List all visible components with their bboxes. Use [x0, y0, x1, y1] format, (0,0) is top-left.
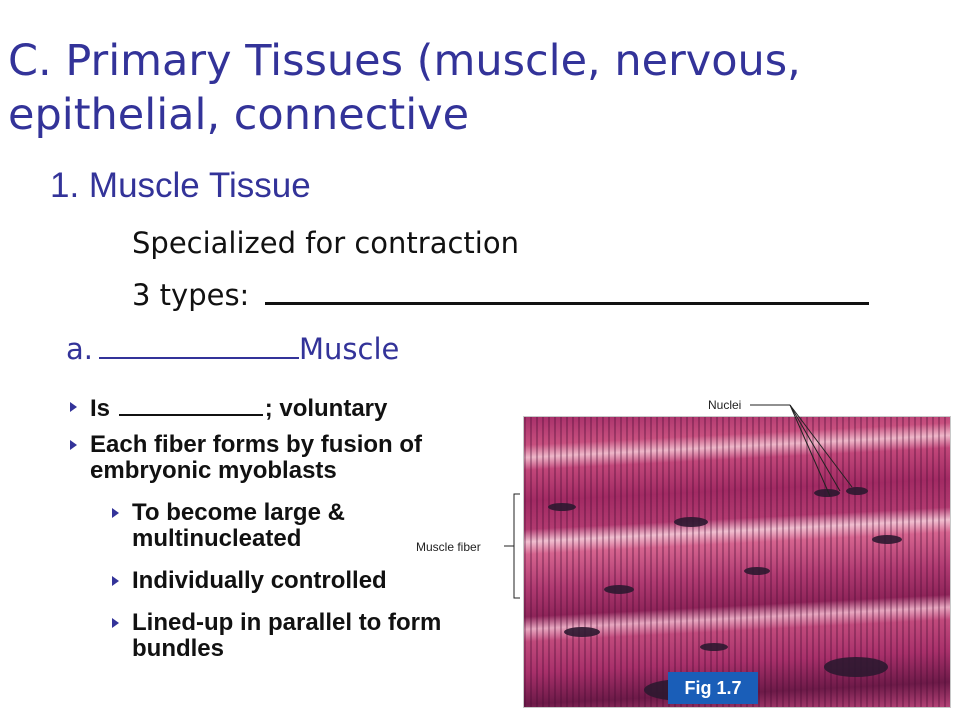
- nucleus-10: [824, 657, 888, 677]
- nucleus-1: [814, 489, 840, 497]
- sub-bullet-controlled: Individually controlled: [112, 568, 490, 594]
- fill-in-blank-types: [264, 276, 869, 305]
- line-specialized: Specialized for contraction: [132, 226, 519, 260]
- sub-bullet-multinucleated: To become large & multinucleated: [112, 500, 490, 552]
- subheading-muscle-word: Muscle: [299, 332, 400, 366]
- bullet-voluntary-prefix: Is: [90, 395, 111, 422]
- muscle-fiber-label: Muscle fiber: [416, 540, 481, 554]
- bullet-voluntary-suffix: ; voluntary: [264, 395, 388, 422]
- sub-bullet-controlled-text: Individually controlled: [132, 567, 387, 594]
- bullet-arrow-icon: [112, 508, 119, 518]
- bullet-fiber-fusion: Each fiber forms by fusion of embryonic …: [70, 432, 490, 484]
- sub-bullet-bundles: Lined-up in parallel to form bundles: [112, 610, 490, 662]
- subheading-letter: a.: [66, 332, 93, 366]
- line-three-types: 3 types:: [132, 276, 869, 312]
- fill-in-blank-muscle: [99, 333, 299, 359]
- nucleus-5: [604, 585, 634, 594]
- section-heading: 1. Muscle Tissue: [50, 166, 311, 205]
- bullet-voluntary: Is ; voluntary: [70, 394, 490, 422]
- subheading-muscle: a. Muscle: [66, 332, 399, 366]
- nucleus-7: [872, 535, 902, 544]
- nuclei-label: Nuclei: [708, 398, 742, 412]
- figure-badge: Fig 1.7: [668, 672, 758, 704]
- bullet-arrow-icon: [70, 402, 77, 412]
- sub-bullet-bundles-text: Lined-up in parallel to form bundles: [132, 609, 442, 662]
- micrograph-image: [523, 416, 951, 708]
- nucleus-2: [846, 487, 868, 495]
- slide-title: C. Primary Tissues (muscle, nervous, epi…: [8, 36, 801, 140]
- nucleus-9: [700, 643, 728, 651]
- nucleus-6: [744, 567, 770, 575]
- nucleus-3: [674, 517, 708, 527]
- nucleus-8: [564, 627, 600, 637]
- bullet-arrow-icon: [112, 618, 119, 628]
- bullet-arrow-icon: [70, 440, 77, 450]
- nucleus-4: [548, 503, 576, 511]
- bullet-fiber-fusion-text: Each fiber forms by fusion of embryonic …: [90, 431, 423, 484]
- three-types-label: 3 types:: [132, 278, 250, 312]
- bullet-list: Is ; voluntary Each fiber forms by fusio…: [70, 394, 490, 672]
- sub-bullet-multinucleated-text: To become large & multinucleated: [132, 499, 345, 552]
- bullet-arrow-icon: [112, 576, 119, 586]
- fill-in-blank-striation: [118, 394, 263, 416]
